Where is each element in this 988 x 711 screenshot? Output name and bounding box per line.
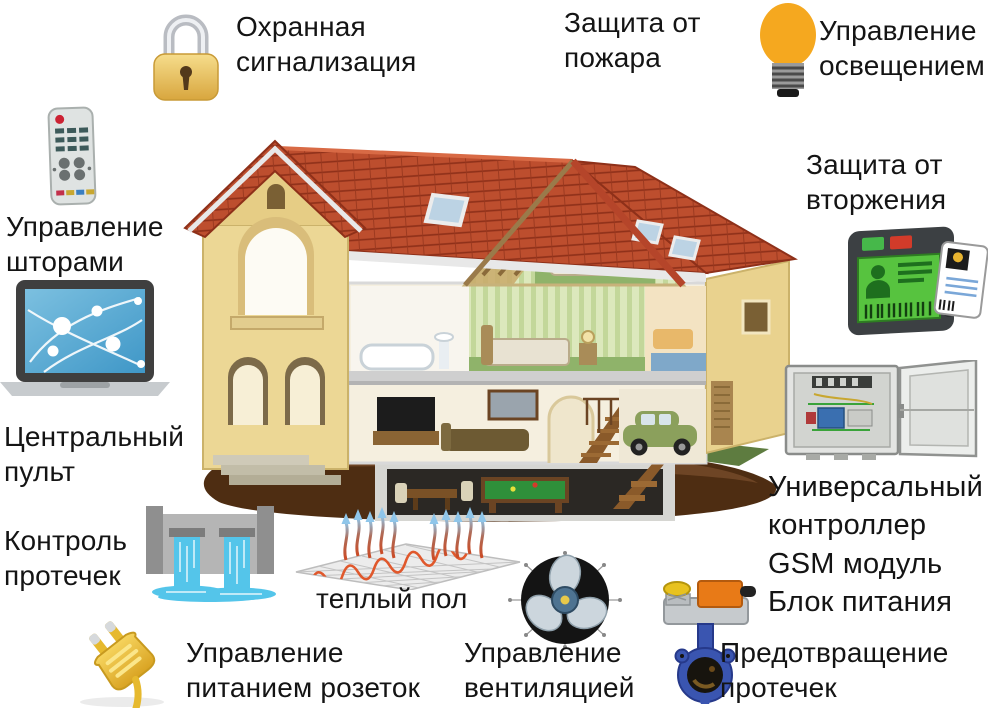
- label-ventilation-control: Управление вентиляцией: [464, 637, 635, 703]
- label-controller-block: Универсальный контроллер GSM модуль Блок…: [768, 471, 983, 618]
- remote-control-icon: [47, 106, 97, 206]
- electrical-cabinet-icon: [784, 360, 978, 460]
- padlock-icon: [153, 14, 219, 101]
- power-plug-icon: [80, 621, 164, 708]
- label-curtain-control: Управление шторами: [6, 211, 164, 277]
- label-fire-protection: Защита от пожара: [564, 7, 701, 73]
- light-bulb-icon: [760, 3, 816, 97]
- label-lighting-control: Управление освещением: [819, 15, 985, 81]
- label-leak-prevention: Предотвращение протечек: [720, 637, 949, 703]
- label-intrusion-protection: Защита от вторжения: [806, 149, 947, 215]
- label-security-alarm: Охранная сигнализация: [236, 11, 417, 77]
- heated-floor-icon: [295, 505, 521, 590]
- valve-actuator-icon: [663, 580, 756, 704]
- fan-icon: [508, 551, 622, 649]
- label-central-console: Центральный пульт: [4, 421, 185, 487]
- laptop-icon: [0, 280, 170, 396]
- label-leak-monitoring: Контроль протечек: [4, 525, 128, 591]
- label-warm-floor: теплый пол: [316, 583, 468, 614]
- water-dam-icon: [146, 506, 276, 602]
- access-panel-icon: [848, 226, 988, 336]
- house-cutaway-illustration: [183, 139, 798, 522]
- label-socket-power-control: Управление питанием розеток: [186, 637, 421, 703]
